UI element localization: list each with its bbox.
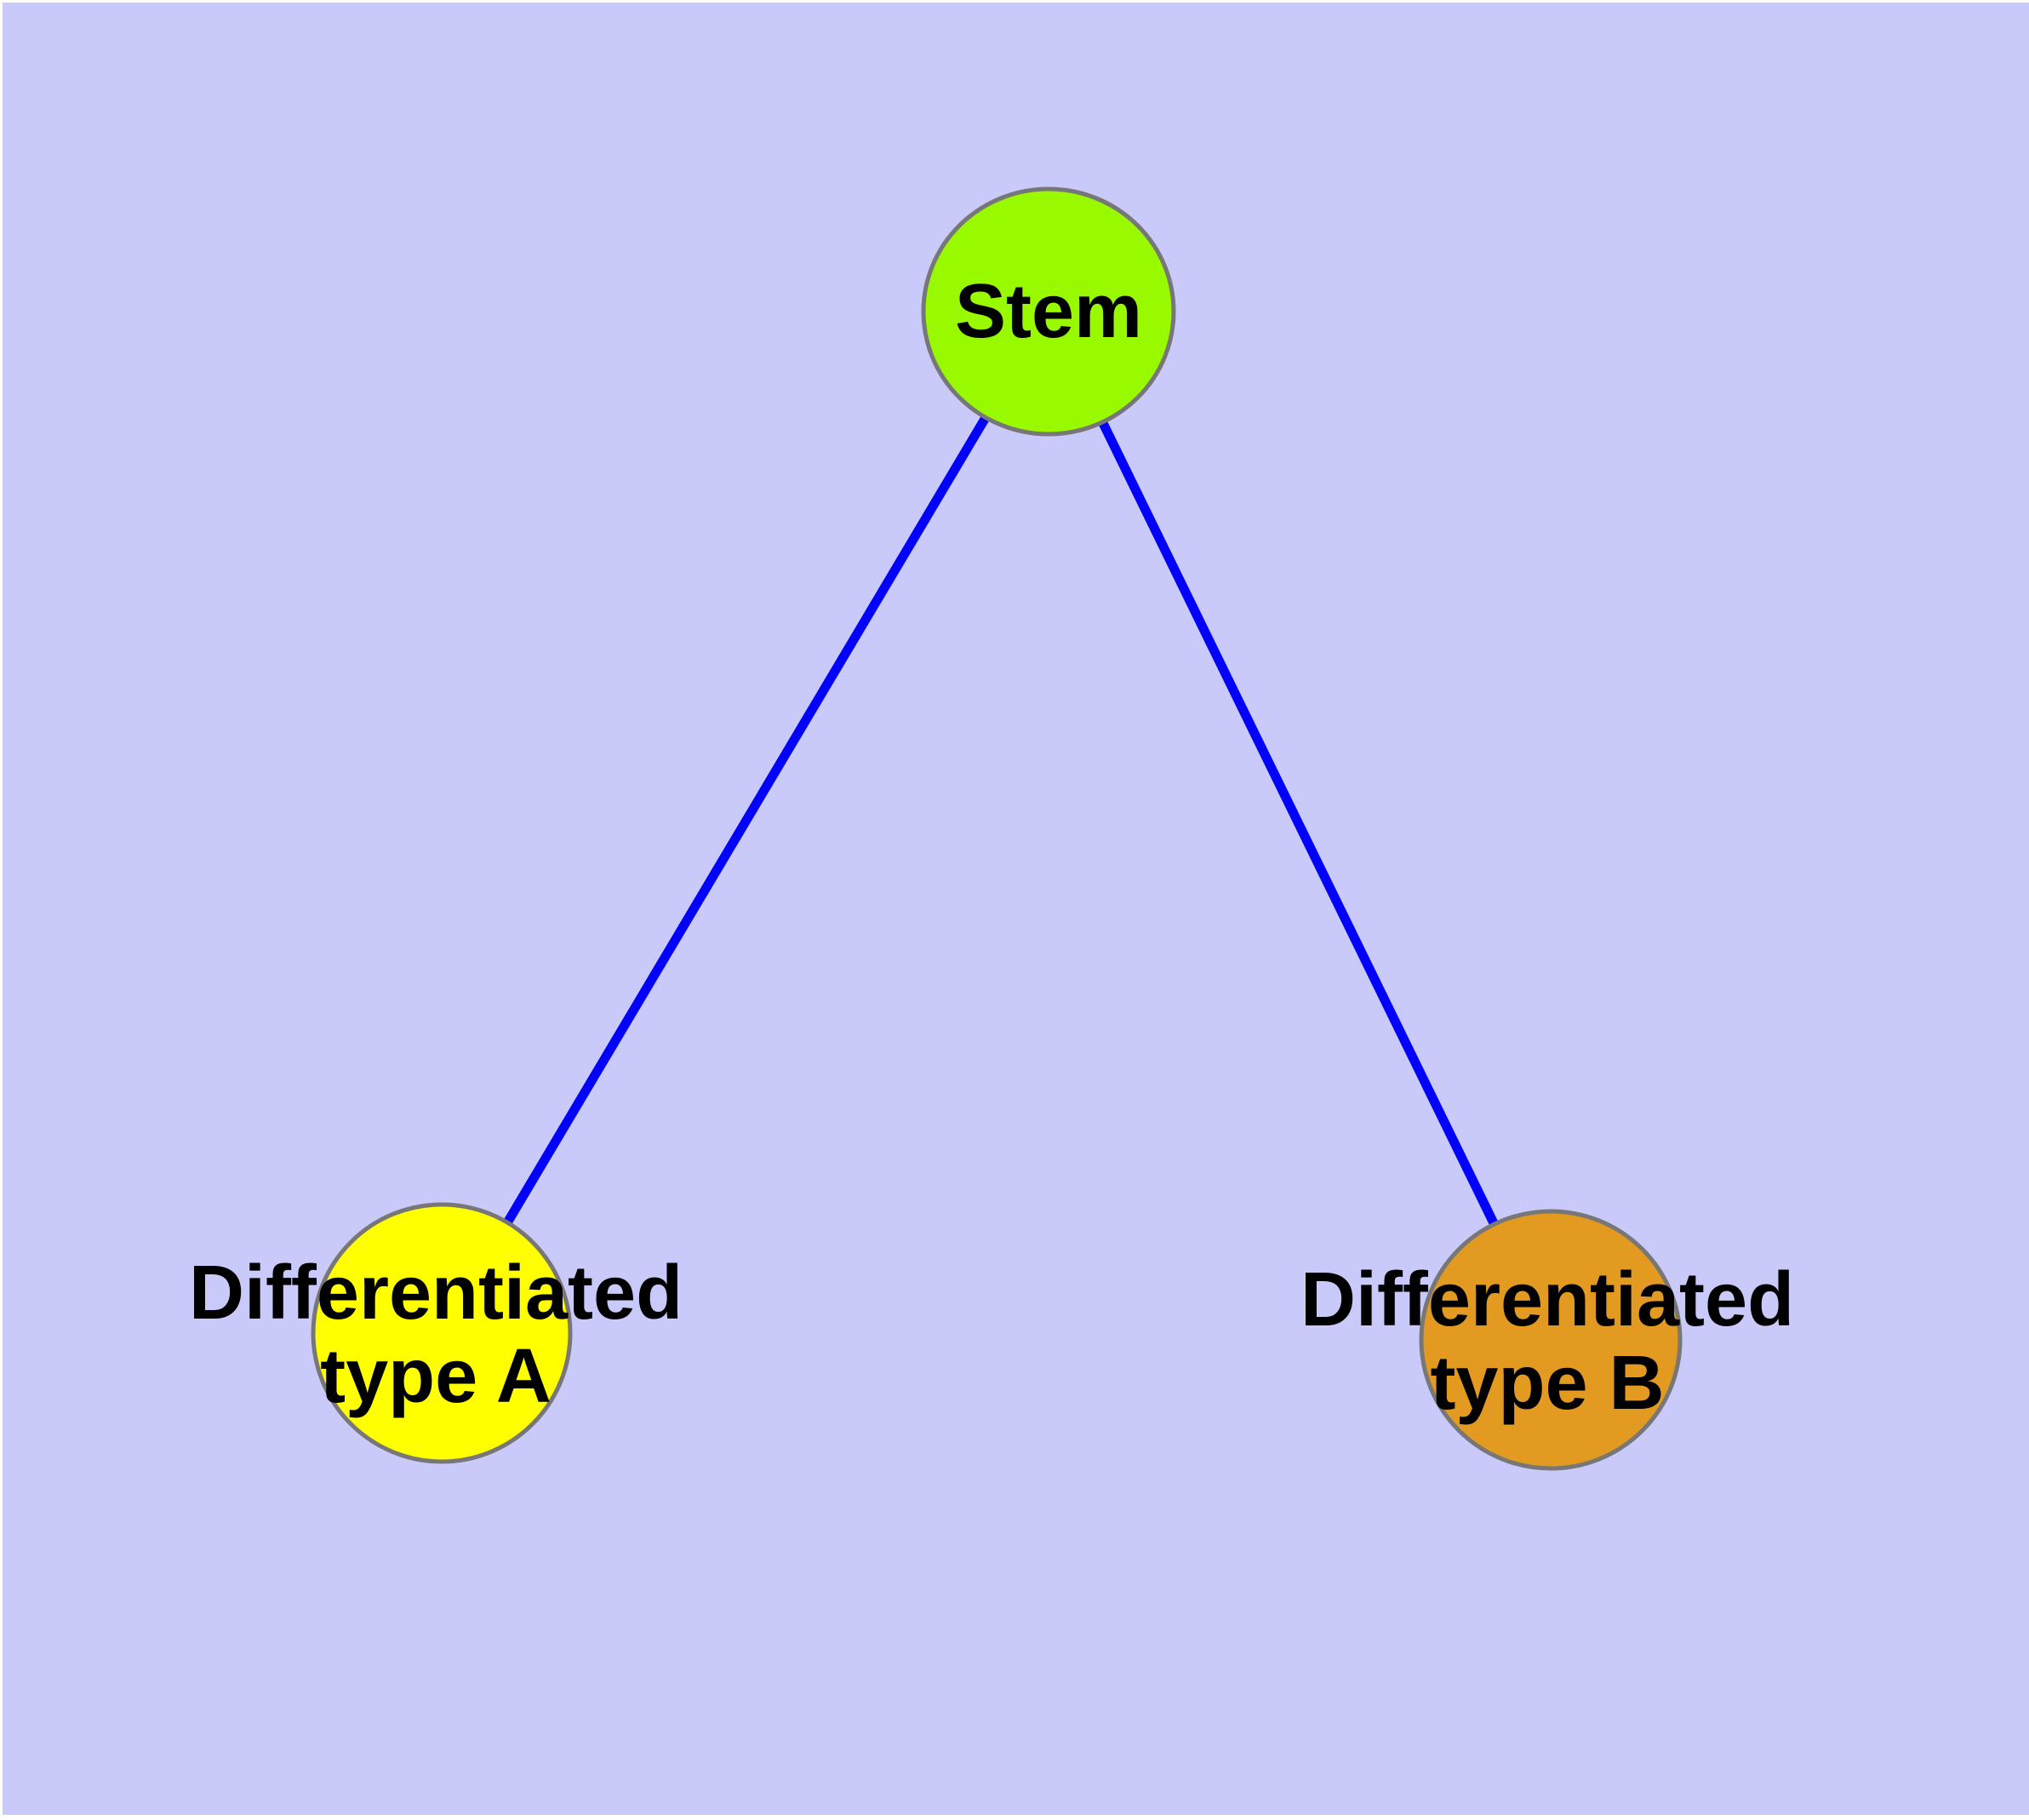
node-differentiated-type-a [311,1202,573,1464]
node-stem [921,186,1176,437]
edge-stem-to-type-a [437,309,1053,1336]
edge-stem-to-type-b [1044,309,1555,1342]
node-differentiated-type-b [1419,1209,1683,1471]
